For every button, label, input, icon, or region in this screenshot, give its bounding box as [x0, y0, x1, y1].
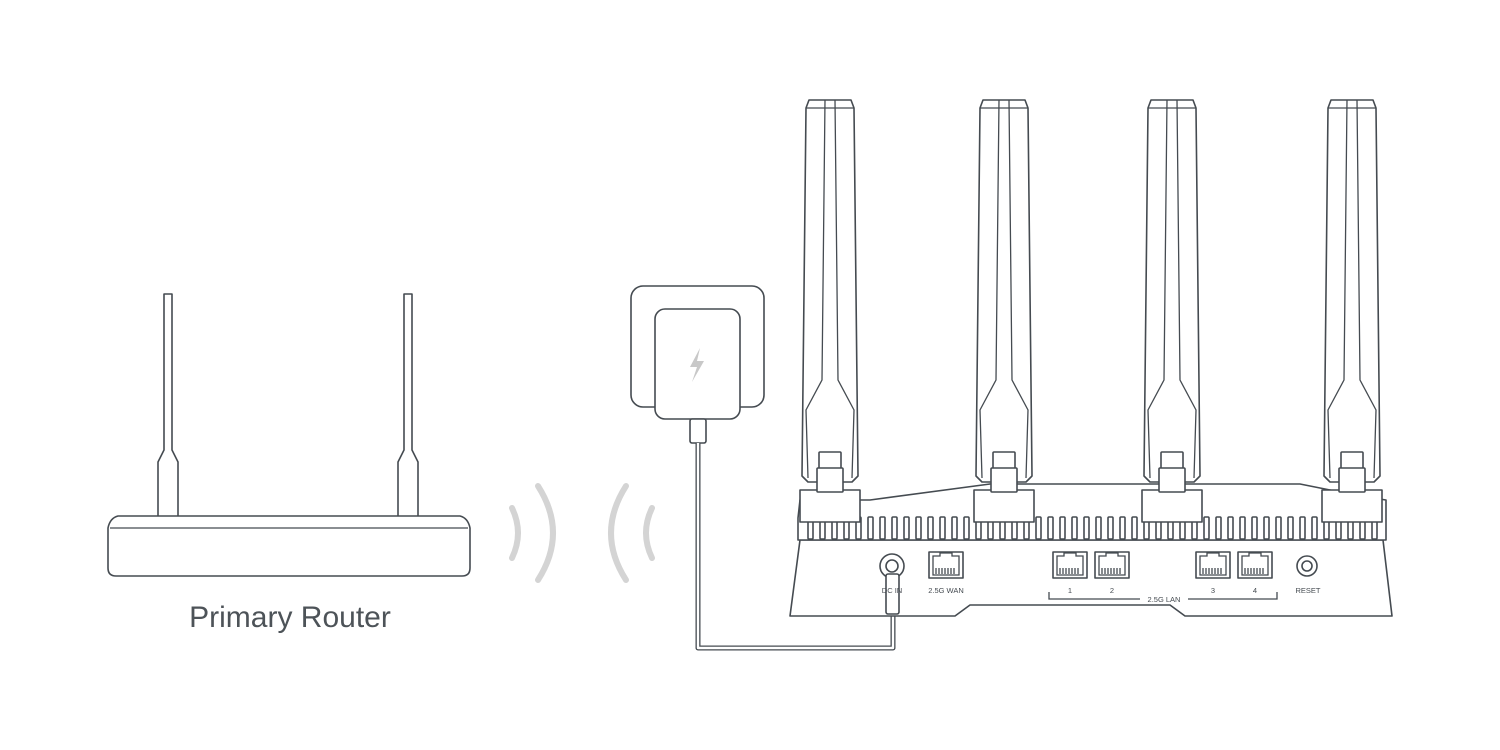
vent-slot [1035, 516, 1042, 540]
rj45-jack [1094, 551, 1130, 579]
port-label-lan-3: 3 [1211, 586, 1215, 595]
vent-slot [1083, 516, 1090, 540]
vent-slot [903, 516, 910, 540]
vent-slot [1263, 516, 1270, 540]
port-label-lan-1: 1 [1068, 586, 1072, 595]
wireless-signal-right [608, 483, 655, 583]
primary-router-label: Primary Router [189, 601, 391, 634]
reset-button: RESET [1295, 555, 1321, 595]
rj45-jack [1052, 551, 1088, 579]
vent-slot [879, 516, 886, 540]
wireless-signal-left [509, 483, 556, 583]
rj45-jack [1195, 551, 1231, 579]
port-dc-in: DC IN [879, 553, 905, 615]
rj45-jack [928, 551, 964, 579]
primary-router-body [107, 515, 471, 577]
vent-slot [1203, 516, 1210, 540]
lan-group-label: 2.5G LAN [1148, 595, 1181, 604]
vent-slot [1311, 516, 1318, 540]
router-back-panel [789, 483, 1393, 617]
port-lan-1: 1 [1052, 551, 1088, 595]
primary-router-antenna-left [157, 293, 179, 521]
power-adapter [630, 285, 765, 444]
vent-slot [1215, 516, 1222, 540]
vent-slot [1275, 516, 1282, 540]
reset-label: RESET [1295, 586, 1320, 595]
port-label-wan: 2.5G WAN [928, 586, 964, 595]
port-label-lan-4: 4 [1253, 586, 1257, 595]
primary-router: Primary Router [107, 293, 471, 634]
antenna-4 [1321, 99, 1383, 523]
vent-slot [963, 516, 970, 540]
vent-slot [1095, 516, 1102, 540]
vent-slot [867, 516, 874, 540]
vent-slot [1251, 516, 1258, 540]
vent-slot [1239, 516, 1246, 540]
lightning-bolt-icon [690, 348, 704, 382]
vent-slot [927, 516, 934, 540]
antenna-1 [799, 99, 861, 523]
lan-group-bracket: 2.5G LAN [1048, 592, 1278, 604]
port-label-lan-2: 2 [1110, 586, 1114, 595]
primary-router-antenna-right [397, 293, 419, 521]
port-lan-3: 3 [1195, 551, 1231, 595]
mesh-router: DC IN 2.5G WAN 1 2 3 4 2.5G LAN [789, 99, 1393, 617]
vent-slot [1119, 516, 1126, 540]
vent-slot [1227, 516, 1234, 540]
vent-slot [939, 516, 946, 540]
port-wan: 2.5G WAN [928, 551, 964, 595]
vent-slot [915, 516, 922, 540]
antenna-3 [1141, 99, 1203, 523]
vent-slot [891, 516, 898, 540]
vent-slot [951, 516, 958, 540]
power-cable [695, 443, 896, 651]
antenna-2 [973, 99, 1035, 523]
port-lan-2: 2 [1094, 551, 1130, 595]
port-label-dc-in: DC IN [882, 586, 902, 595]
vent-slot [1287, 516, 1294, 540]
rj45-jack [1237, 551, 1273, 579]
vent-slot [1131, 516, 1138, 540]
vent-slot [1047, 516, 1054, 540]
vent-slot [1299, 516, 1306, 540]
vent-slot [1107, 516, 1114, 540]
vent-slot [1059, 516, 1066, 540]
port-lan-4: 4 [1237, 551, 1273, 595]
vent-slot [1071, 516, 1078, 540]
antenna-set [799, 99, 1383, 523]
